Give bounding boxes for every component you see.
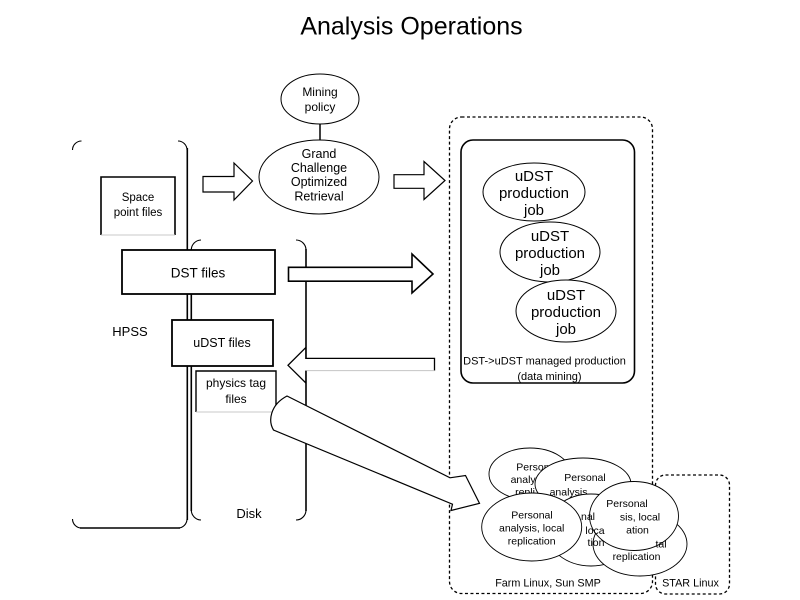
svg-text:STAR Linux: STAR Linux xyxy=(662,578,719,590)
svg-text:Grand: Grand xyxy=(302,147,337,161)
svg-text:job: job xyxy=(539,262,560,279)
svg-text:production: production xyxy=(499,185,569,202)
svg-text:files: files xyxy=(225,392,246,406)
svg-text:Mining: Mining xyxy=(302,85,337,99)
svg-text:uDST files: uDST files xyxy=(193,336,250,350)
svg-text:Personal: Personal xyxy=(564,472,605,484)
svg-text:analysis, local: analysis, local xyxy=(499,523,564,535)
svg-text:Disk: Disk xyxy=(236,506,262,521)
svg-text:point files: point files xyxy=(114,207,163,219)
svg-text:nal: nal xyxy=(581,511,595,523)
svg-text:job: job xyxy=(555,321,576,338)
svg-text:physics tag: physics tag xyxy=(206,376,266,390)
svg-text:Personal: Personal xyxy=(511,510,552,522)
svg-text:DST->uDST managed production: DST->uDST managed production xyxy=(463,356,626,368)
svg-text:replication: replication xyxy=(613,551,661,563)
svg-text:replication: replication xyxy=(508,536,556,548)
svg-text:Farm Linux, Sun SMP: Farm Linux, Sun SMP xyxy=(495,578,601,590)
svg-text:uDST: uDST xyxy=(515,168,553,185)
svg-text:uDST: uDST xyxy=(547,287,585,304)
svg-text:Personal: Personal xyxy=(606,498,647,510)
svg-text:job: job xyxy=(523,202,544,219)
svg-text:DST files: DST files xyxy=(171,266,226,281)
svg-text:sis, local: sis, local xyxy=(620,512,660,524)
svg-text:ation: ation xyxy=(626,525,649,537)
svg-text:production: production xyxy=(515,245,585,262)
svg-text:uDST: uDST xyxy=(531,228,569,245)
svg-text:Analysis Operations: Analysis Operations xyxy=(300,13,522,41)
svg-text:tal: tal xyxy=(655,539,666,551)
svg-text:Optimized: Optimized xyxy=(291,175,347,189)
svg-text:policy: policy xyxy=(305,100,336,114)
svg-text:HPSS: HPSS xyxy=(112,324,148,339)
svg-text:production: production xyxy=(531,304,601,321)
svg-text:Challenge: Challenge xyxy=(291,161,347,175)
svg-text:Retrieval: Retrieval xyxy=(294,189,343,203)
svg-text:(data mining): (data mining) xyxy=(517,371,581,383)
svg-text:loca: loca xyxy=(585,525,604,537)
svg-text:Space: Space xyxy=(122,192,155,204)
svg-text:tion: tion xyxy=(588,537,605,549)
